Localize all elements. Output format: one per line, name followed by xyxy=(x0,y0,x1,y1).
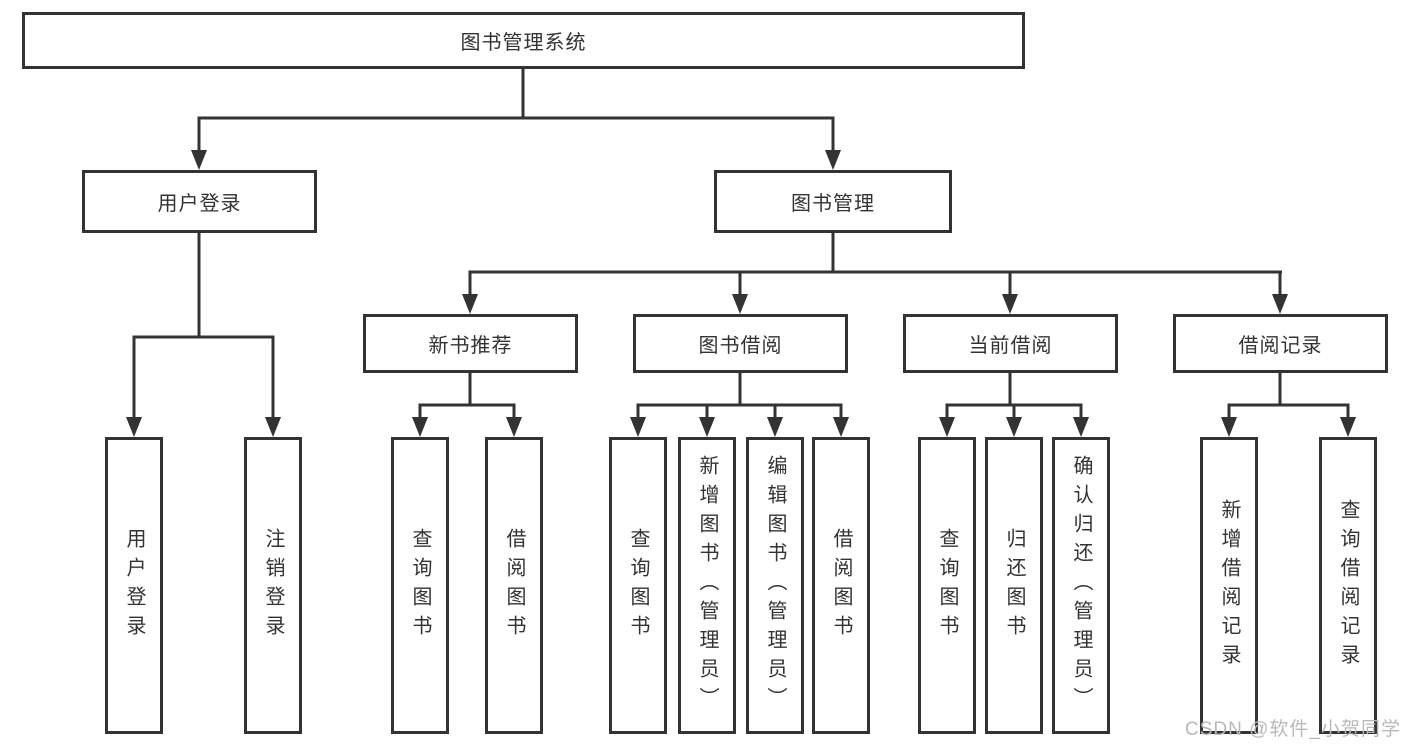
connector-book-borrow-to-children xyxy=(630,373,849,437)
leaf-query-books-current: 查询图书 xyxy=(918,437,976,734)
leaf-logout: 注销登录 xyxy=(244,437,302,734)
node-new-book-recommend: 新书推荐 xyxy=(363,314,578,373)
node-user-login: 用户登录 xyxy=(82,170,317,233)
node-current-borrow: 当前借阅 xyxy=(903,314,1118,373)
connector-user-login-to-children xyxy=(126,233,281,437)
leaf-user-login: 用户登录 xyxy=(105,437,163,734)
leaf-add-borrow-record: 新增借阅记录 xyxy=(1200,437,1258,734)
connector-new-book-recommend-to-children xyxy=(412,373,522,437)
leaf-return-books: 归还图书 xyxy=(985,437,1043,734)
leaf-query-books-borrow: 查询图书 xyxy=(609,437,667,734)
connector-book-management-to-children xyxy=(462,233,1288,314)
leaf-edit-books-admin: 编辑图书（管理员） xyxy=(746,437,804,734)
node-library-management-system: 图书管理系统 xyxy=(22,12,1025,69)
node-book-borrow: 图书借阅 xyxy=(633,314,848,373)
leaf-confirm-return-admin: 确认归还（管理员） xyxy=(1052,437,1110,734)
leaf-borrow-books: 借阅图书 xyxy=(812,437,870,734)
leaf-add-books-admin: 新增图书（管理员） xyxy=(678,437,736,734)
leaf-query-borrow-record: 查询借阅记录 xyxy=(1319,437,1377,734)
leaf-query-books-recommend: 查询图书 xyxy=(391,437,449,734)
csdn-watermark: CSDN @软件_小贺同学 xyxy=(1185,719,1401,740)
node-borrow-records: 借阅记录 xyxy=(1173,314,1388,373)
connector-current-borrow-to-children xyxy=(939,373,1089,437)
leaf-borrow-books-recommend: 借阅图书 xyxy=(485,437,543,734)
connector-borrow-records-to-children xyxy=(1221,373,1356,437)
node-book-management: 图书管理 xyxy=(714,170,952,233)
connector-root-to-level2 xyxy=(191,69,841,170)
